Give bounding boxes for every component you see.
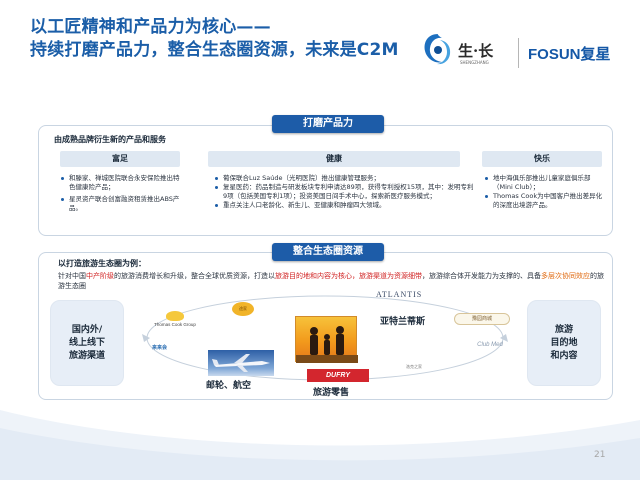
channels-box: 国内外/ 线上线下 旅游渠道 <box>50 300 124 386</box>
thomas-cook-logo: Thomas Cook Group <box>152 311 198 333</box>
atlantis-logo: ATLANTIS <box>376 290 423 299</box>
dufry-logo: DUFRY <box>307 369 369 382</box>
list-item: 重点关注人口老龄化、新生儿、亚健康和肿瘤四大领域。 <box>214 201 476 210</box>
section-pill-ecosystem: 整合生态圈资源 <box>272 243 384 261</box>
cruise-aviation-label: 邮轮、航空 <box>206 381 252 391</box>
column-header-health: 健康 <box>208 151 460 167</box>
section-product-frame <box>38 125 613 236</box>
para-highlight: 多层次协同效应 <box>541 272 590 280</box>
para-text: 的旅游生态圈 <box>58 272 604 290</box>
para-text: 的旅游消费增长和升级，整合全球优质资源，打造以 <box>114 272 275 280</box>
fosun-logo: FOSUN复星 <box>528 46 611 63</box>
list-item: Thomas Cook为中国客户推出差异化的深度出境游产品。 <box>484 192 604 210</box>
para-highlight: 旅游目的地和内容为核心，旅游渠道为资源细带 <box>275 272 422 280</box>
column-header-wealth: 富足 <box>60 151 180 167</box>
slide-title: 以工匠精神和产品力为核心—— 持续打磨产品力，整合生态圈资源，未来是C2M <box>30 16 430 62</box>
shengzhang-logo-subtext: SHENGZHANG <box>460 60 489 65</box>
page-number: 21 <box>594 450 606 460</box>
list-item: 葡保联合Luz Saúde（光明医院）推出健康管理服务； <box>214 174 476 183</box>
shengzhang-logo-text: 生·长 <box>458 42 494 60</box>
para-text: 针对中国 <box>58 272 86 280</box>
destinations-box-label: 旅游 目的地 和内容 <box>550 324 578 361</box>
ecosystem-description: 针对中国中产阶级的旅游消费增长和升级，整合全球优质资源，打造以旅游目的地和内容为… <box>58 271 608 291</box>
airplane-icon <box>212 354 270 372</box>
shengzhang-swirl-icon <box>424 34 451 65</box>
yuyuan-logo: 豫园商城 <box>454 313 510 325</box>
para-text: ，旅游综合体开发能力为支撑的、具备 <box>422 272 541 280</box>
happiness-list: 地中海俱乐部推出儿童家庭俱乐部（Mini Club）； Thomas Cook为… <box>484 174 604 210</box>
wealth-list: 和滕家、禅城医院联合永安保险推出特色健康险产品； 星灵资产联合创富融资租赁推出A… <box>60 174 185 216</box>
section-pill-product: 打磨产品力 <box>272 115 384 133</box>
channels-box-label: 国内外/ 线上线下 旅游渠道 <box>68 324 105 361</box>
heart-icon <box>166 311 184 321</box>
airplane-photo <box>208 350 274 376</box>
family-photo <box>295 316 358 363</box>
travel-retail-label: 旅游零售 <box>313 388 350 398</box>
logo-divider <box>518 38 519 68</box>
house-logo: 洛克之家 <box>406 364 422 369</box>
column-header-happiness: 快乐 <box>482 151 602 167</box>
club-med-logo: Club Med <box>477 342 503 348</box>
list-item: 和滕家、禅城医院联合永安保险推出特色健康险产品； <box>60 174 185 192</box>
health-list: 葡保联合Luz Saúde（光明医院）推出健康管理服务； 复星医药：药品制造与研… <box>214 174 476 210</box>
atlantis-label: 亚特兰蒂斯 <box>380 317 426 327</box>
list-item: 星灵资产联合创富融资租赁推出ABS产品。 <box>60 195 185 213</box>
para-highlight: 中产阶级 <box>86 272 114 280</box>
top-circle-logo: 途家 <box>232 302 254 316</box>
bottom-wave-decoration <box>0 410 640 480</box>
title-line-1: 以工匠精神和产品力为核心—— <box>30 17 271 37</box>
family-silhouette-icon <box>296 326 358 363</box>
section-product-subhead: 由成熟品牌衍生新的产品和服务 <box>54 135 166 144</box>
thomas-cook-logo-text: Thomas Cook Group <box>154 322 196 327</box>
destinations-box: 旅游 目的地 和内容 <box>527 300 601 386</box>
list-item: 复星医药：药品制造与研发板块专利申请达89项，获得专利授权15项，其中：发明专利… <box>214 183 476 201</box>
header-logos: 生·长 SHENGZHANG FOSUN复星 <box>420 30 635 72</box>
blue-small-logo: 来来会 <box>152 345 168 351</box>
section-ecosystem-subhead: 以打造旅游生态圈为例： <box>58 259 146 268</box>
title-line-2: 持续打磨产品力，整合生态圈资源，未来是C2M <box>30 40 399 60</box>
list-item: 地中海俱乐部推出儿童家庭俱乐部（Mini Club）； <box>484 174 604 192</box>
